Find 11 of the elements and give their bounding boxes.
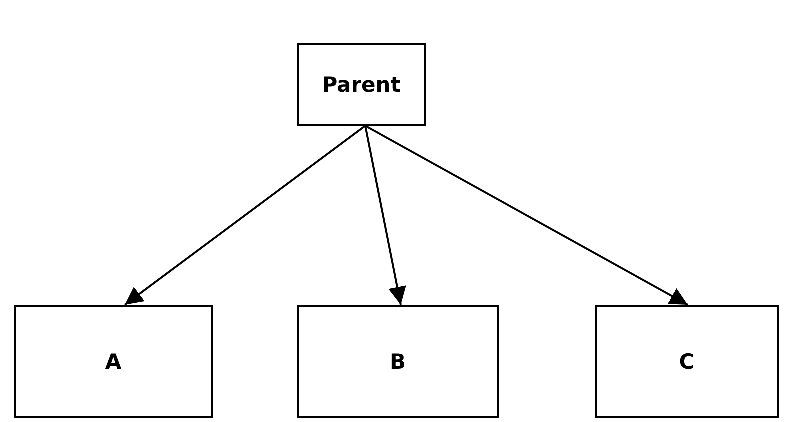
process-box <box>595 305 779 418</box>
process-box <box>297 43 426 126</box>
node-label: B <box>390 350 406 374</box>
arrow <box>364 126 406 306</box>
node-label: Parent <box>322 72 401 96</box>
arrow <box>124 125 366 306</box>
process-box <box>297 305 499 418</box>
node-label: C <box>679 350 695 374</box>
arrow <box>365 125 688 306</box>
process-box <box>14 305 213 418</box>
node-label: A <box>105 350 122 374</box>
